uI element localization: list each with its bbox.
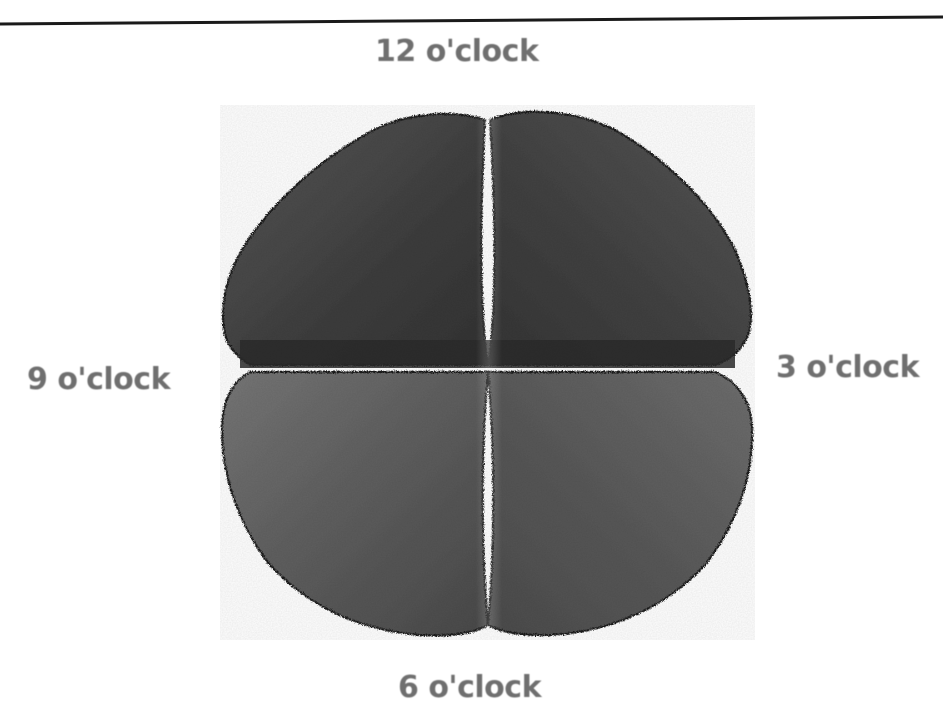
label-3-oclock: 3 o'clock <box>776 350 919 385</box>
texture-overlay <box>220 105 755 640</box>
label-6-oclock: 6 o'clock <box>398 670 541 705</box>
label-12-oclock: 12 o'clock <box>375 34 538 69</box>
label-9-oclock: 9 o'clock <box>27 362 170 397</box>
